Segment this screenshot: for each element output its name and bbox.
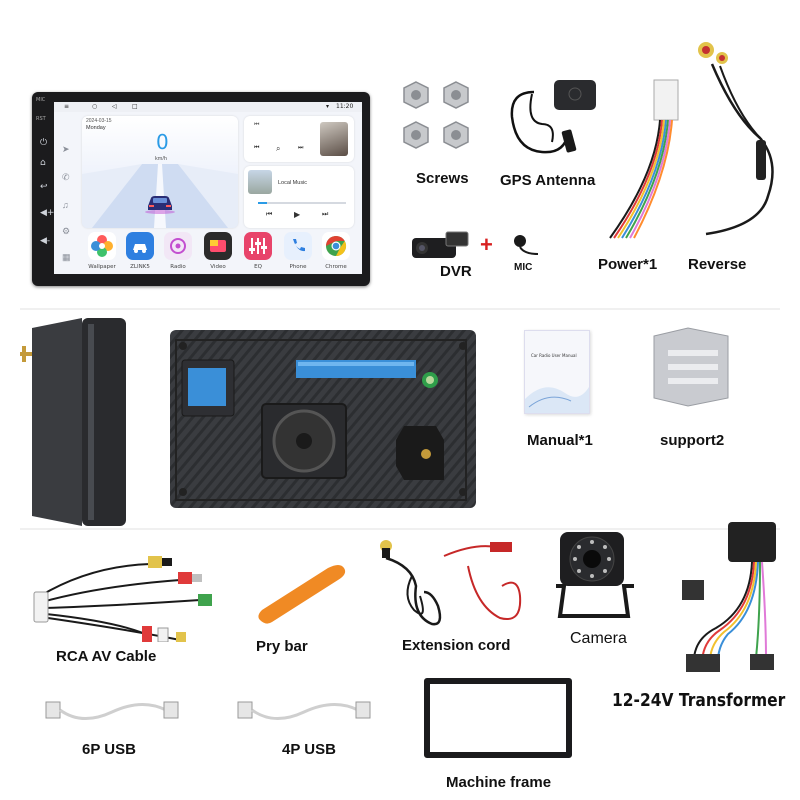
head-unit-side-view: [20, 318, 126, 526]
music-cover-art: [248, 170, 272, 194]
left-shortcut-column: ➤ ✆ ♫ ⚙ ▦: [58, 116, 80, 268]
music-next-icon[interactable]: ⏭: [322, 211, 329, 218]
support-label: support2: [660, 432, 725, 449]
plus-sign: +: [480, 232, 493, 257]
media-search-icon[interactable]: ⌕: [276, 144, 281, 153]
album-art-thumbnail: [320, 122, 348, 156]
music-prev-icon[interactable]: ⏮: [266, 211, 273, 218]
radio-app-icon[interactable]: [164, 232, 192, 260]
support-brackets-image: [653, 327, 729, 407]
music-shortcut-icon[interactable]: ♫: [62, 200, 69, 210]
manual-label: Manual*1: [527, 432, 593, 449]
chrome-app-icon[interactable]: [322, 232, 350, 260]
app-label-phone: Phone: [289, 264, 307, 270]
separator-top: [20, 308, 780, 310]
rca-av-cable-image: [33, 556, 212, 642]
phone-shortcut-icon[interactable]: ✆: [62, 172, 70, 182]
dvr-label: DVR: [440, 263, 472, 280]
speed-value: 0: [156, 130, 169, 154]
side-button-column: ⏻ ⌂ ↩ ◀+ ◀-: [34, 130, 55, 270]
transformer-label: 12-24V Transformer: [612, 690, 786, 711]
app-label-chrome: Chrome: [325, 264, 347, 270]
back-icon[interactable]: ↩: [40, 182, 48, 192]
usb-4p-cable-image: [237, 701, 371, 720]
power-harness-image: [609, 79, 679, 239]
settings-shortcut-icon[interactable]: ⚙: [62, 226, 71, 236]
rca-av-cable-label: RCA AV Cable: [56, 648, 157, 665]
head-unit-screen[interactable]: ≡ ○ ◁ □ ▾ 11:20 ➤ ✆ ♫ ⚙ ▦ 2024-03-15 Mon…: [54, 102, 362, 274]
status-time: 11:20: [336, 103, 354, 110]
volume-down-icon[interactable]: ◀-: [40, 236, 51, 246]
extension-cord-label: Extension cord: [402, 637, 511, 654]
wifi-icon: ▾: [326, 103, 330, 110]
media-widget-card[interactable]: ⏮ ⌕ ⏮ ⏭: [244, 116, 354, 162]
power-label: Power*1: [598, 256, 658, 273]
mic-label: MIC: [514, 262, 533, 273]
dvr-camera-image: [412, 231, 469, 258]
screws-image: [403, 81, 469, 149]
date-label: 2024-03-15: [86, 118, 112, 124]
pry-bar-label: Pry bar: [256, 638, 308, 655]
reverse-cable-image: [698, 42, 774, 236]
screws-label: Screws: [416, 170, 469, 187]
gps-antenna-image: [510, 80, 596, 154]
app-label-video: Video: [210, 264, 226, 270]
manual-cover-text: Car Radio User Manual: [531, 353, 577, 358]
speed-card[interactable]: 2024-03-15 Monday 0 km/h: [82, 116, 238, 228]
equalizer-app-icon[interactable]: [244, 232, 272, 260]
separator-middle: [20, 528, 780, 530]
machine-frame-label: Machine frame: [446, 774, 552, 791]
backup-camera-image: [556, 532, 634, 618]
nav-recent-icon[interactable]: □: [132, 103, 138, 110]
nav-menu-icon[interactable]: ≡: [64, 103, 70, 110]
video-app-icon[interactable]: [204, 232, 232, 260]
app-label-radio: Radio: [170, 264, 186, 270]
home-icon[interactable]: ⌂: [40, 158, 46, 168]
camera-label: Camera: [570, 630, 627, 647]
navigation-icon[interactable]: ➤: [62, 144, 70, 154]
nav-home-icon[interactable]: ○: [92, 103, 98, 110]
nav-back-icon[interactable]: ◁: [112, 103, 117, 110]
usb-6p-label: 6P USB: [82, 741, 136, 758]
mic-icon: [514, 235, 539, 255]
music-progress-bar[interactable]: [258, 202, 346, 204]
music-title: Local Music: [278, 180, 308, 186]
transformer-image: [682, 522, 776, 672]
reverse-label: Reverse: [688, 256, 747, 273]
app-label-zlink: ZLINK5: [130, 264, 150, 270]
media-skip-back-icon[interactable]: ⏮: [254, 145, 260, 151]
side-mic-label: MIC: [36, 97, 46, 103]
volume-up-icon[interactable]: ◀+: [40, 208, 55, 218]
extension-cord-image: [380, 540, 522, 626]
speed-unit: km/h: [155, 156, 167, 162]
pry-bar-image: [258, 565, 346, 624]
apps-shortcut-icon[interactable]: ▦: [62, 252, 71, 262]
app-label-wallpaper: Wallpaper: [88, 264, 116, 270]
music-card[interactable]: Local Music ⏮ ▶ ⏭: [244, 166, 354, 228]
manual-booklet-image: Car Radio User Manual: [524, 330, 590, 414]
usb-4p-label: 4P USB: [282, 741, 336, 758]
phone-app-icon[interactable]: [284, 232, 312, 260]
zlink-app-icon[interactable]: [126, 232, 154, 260]
side-rst-label: RST: [36, 116, 46, 122]
music-play-icon[interactable]: ▶: [294, 210, 301, 219]
gps-antenna-label: GPS Antenna: [500, 172, 596, 189]
media-skip-fwd-icon[interactable]: ⏭: [298, 145, 304, 151]
machine-frame-image: [424, 678, 572, 758]
chassis-rear-view: [170, 330, 476, 508]
usb-6p-cable-image: [45, 701, 179, 720]
wallpaper-app-icon[interactable]: [88, 232, 116, 260]
status-bar: ≡ ○ ◁ □ ▾ 11:20: [54, 102, 362, 112]
app-label-eq: EQ: [254, 264, 262, 270]
media-prev-icon[interactable]: ⏮: [254, 122, 260, 128]
car-icon: [145, 196, 175, 214]
power-icon[interactable]: ⏻: [40, 138, 48, 148]
weekday-label: Monday: [86, 125, 106, 131]
